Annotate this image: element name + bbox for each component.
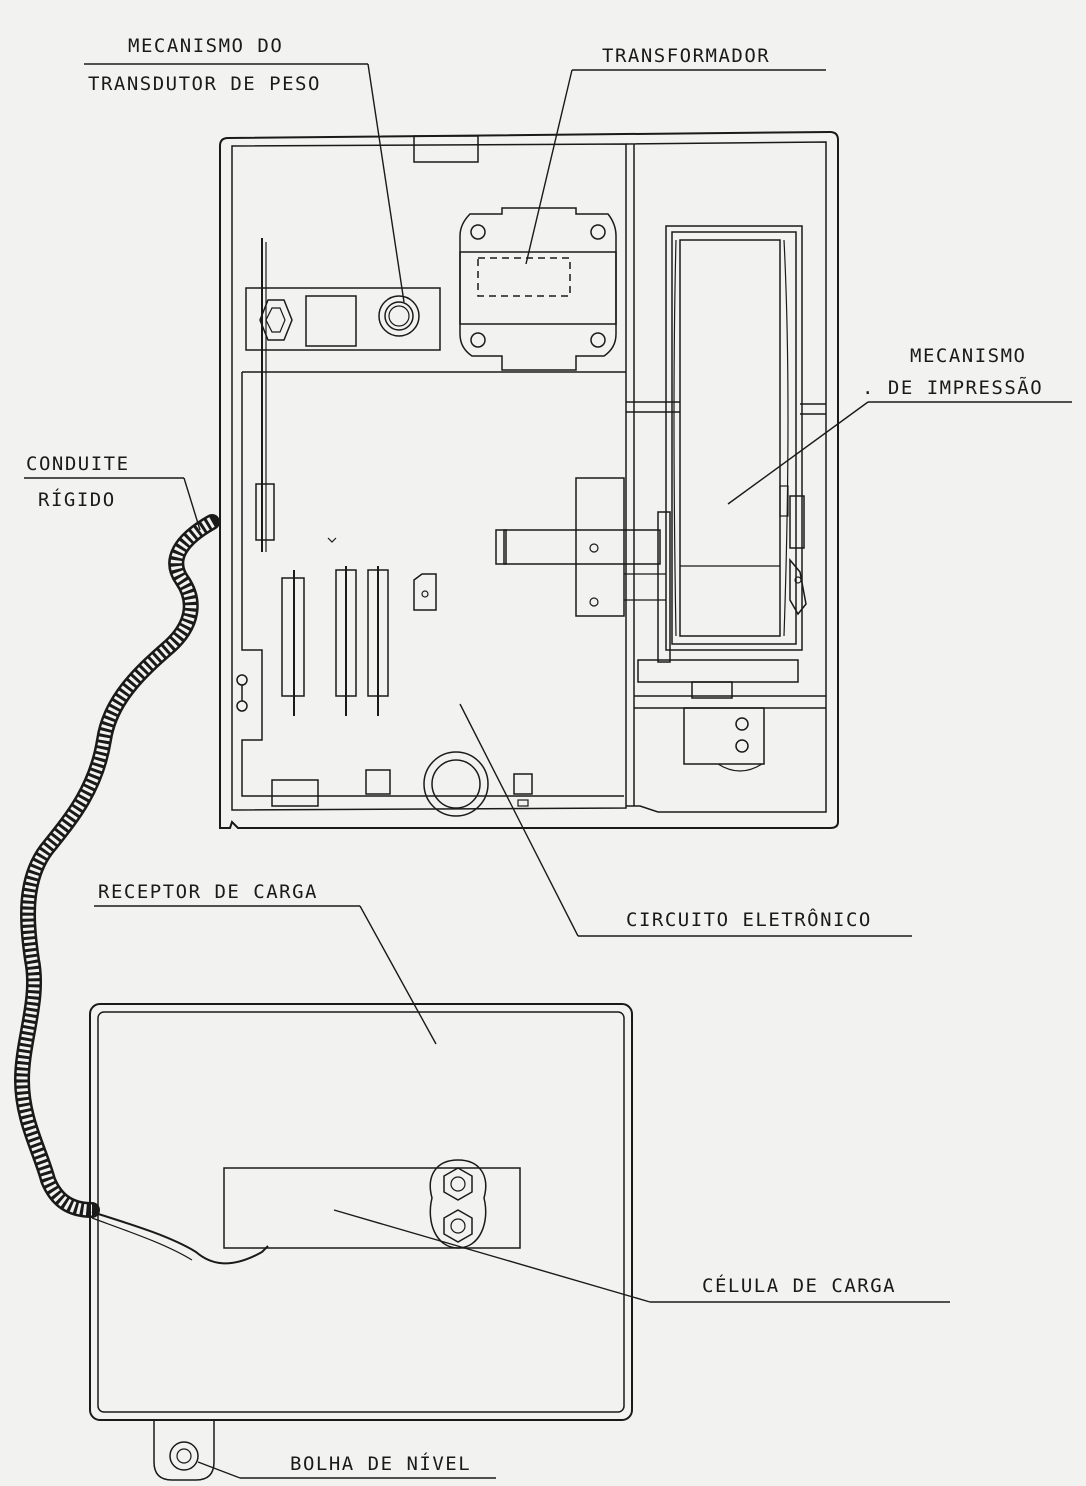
transformer [459, 207, 617, 371]
label-mecanismo-impressao-line1: MECANISMO [910, 345, 1026, 367]
label-circuito-eletronico: CIRCUITO ELETRÔNICO [626, 907, 872, 931]
label-mecanismo-impressao-line2: . DE IMPRESSÃO [862, 376, 1043, 399]
load-receptor-platform [89, 1003, 633, 1481]
label-bolha-de-nivel: BOLHA DE NÍVEL [290, 1452, 471, 1475]
printing-mechanism [495, 225, 807, 772]
label-receptor-de-carga: RECEPTOR DE CARGA [98, 881, 318, 903]
label-conduite-line1: CONDUITE [26, 453, 130, 475]
label-mecanismo-transdutor-line1: MECANISMO DO [128, 35, 283, 57]
label-mecanismo-transdutor-line2: TRANSDUTOR DE PESO [88, 73, 321, 95]
label-transformador: TRANSFORMADOR [602, 45, 770, 67]
rigid-conduit [13, 514, 269, 1265]
label-celula-de-carga: CÉLULA DE CARGA [702, 1274, 896, 1297]
indicator-housing [219, 130, 839, 829]
weight-transducer-mechanism [245, 238, 441, 552]
leader-lines [24, 63, 1072, 1479]
label-conduite-line2: RÍGIDO [38, 488, 116, 511]
callout-labels: MECANISMO DO TRANSDUTOR DE PESO TRANSFOR… [26, 35, 1043, 1475]
electronic-circuit-board [236, 537, 533, 817]
